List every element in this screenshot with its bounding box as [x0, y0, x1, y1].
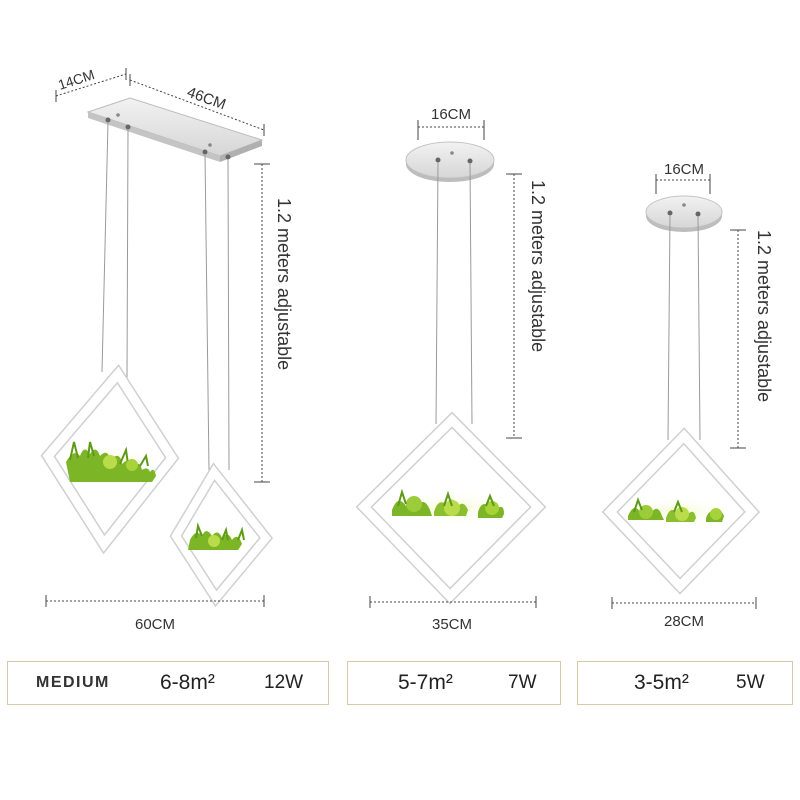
cable-length-label: 1.2 meters adjustable	[274, 198, 294, 370]
cable-length-label: 1.2 meters adjustable	[754, 230, 774, 402]
rectangular-canopy	[86, 97, 264, 162]
dimension-cable-length	[506, 173, 522, 439]
succulent-plants	[628, 497, 724, 522]
canopy-diameter-label: 16CM	[431, 106, 471, 123]
dimension-canopy-diameter	[417, 120, 485, 140]
canopy-depth-label: 14CM	[56, 66, 96, 93]
round-canopy	[645, 195, 723, 232]
suspension-cables	[435, 161, 473, 425]
fixture-width-label: 60CM	[135, 616, 175, 633]
dimension-cable-length	[730, 229, 746, 449]
power-label: 12W	[264, 672, 304, 693]
power-label: 5W	[736, 672, 765, 693]
suspension-cables	[667, 214, 701, 441]
spec-box-medium: MEDIUM 6-8m² 12W	[7, 661, 329, 705]
fixture-width-label: 28CM	[664, 613, 704, 630]
dimension-canopy-diameter	[655, 174, 711, 194]
succulent-plants	[188, 522, 245, 550]
area-label: 6-8m²	[160, 671, 215, 694]
area-label: 3-5m²	[634, 671, 689, 694]
dimension-fixture-width	[611, 597, 757, 609]
size-label: MEDIUM	[36, 674, 110, 691]
spec-box-28cm: 3-5m² 5W	[577, 661, 793, 705]
dimension-fixture-width	[45, 595, 265, 607]
area-label: 5-7m²	[398, 671, 453, 694]
diamond-frame-large	[40, 363, 180, 555]
dimension-canopy-width	[129, 74, 265, 136]
fixture-width-label: 35CM	[432, 616, 472, 633]
succulent-plants	[66, 441, 156, 482]
diamond-frame	[355, 411, 547, 605]
suspension-cables	[101, 121, 230, 471]
diamond-frame-small	[169, 462, 274, 608]
cable-length-label: 1.2 meters adjustable	[528, 180, 548, 352]
lamp-28cm: 16CM 1.2 meters adjustable 28CM	[601, 161, 774, 630]
dimension-fixture-width	[369, 596, 537, 608]
lamp-medium-double: 14CM 46CM 1.2 meters adjustable 60CM	[40, 66, 294, 633]
power-label: 7W	[508, 672, 537, 693]
spec-box-35cm: 5-7m² 7W	[347, 661, 561, 705]
canopy-diameter-label: 16CM	[664, 161, 704, 178]
dimension-cable-length	[254, 163, 270, 483]
lamp-35cm: 16CM 1.2 meters adjustable 35CM	[355, 106, 548, 633]
succulent-plants	[392, 488, 504, 518]
diamond-frame	[601, 427, 761, 595]
dimension-canopy-depth	[55, 68, 127, 102]
round-canopy	[405, 141, 495, 182]
